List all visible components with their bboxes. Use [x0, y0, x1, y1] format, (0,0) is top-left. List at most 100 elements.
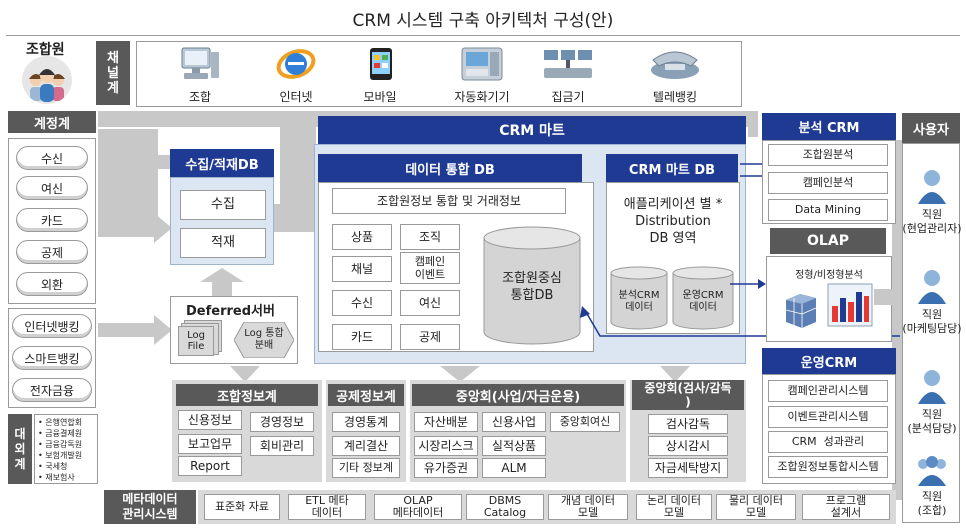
arrow-mart-to-central [440, 366, 480, 382]
analysis-member[interactable]: 조합원분석 [768, 144, 888, 166]
external-list: • 은행연합회 • 금융결제원 • 금융감독원 • 보험개발원 • 국세청 • … [34, 414, 98, 484]
inspection[interactable]: 검사감독 [648, 414, 728, 434]
securities[interactable]: 유가증권 [414, 458, 478, 478]
report-work[interactable]: 보고업무 [178, 434, 242, 454]
analysis-crm-title: 분석 CRM [762, 113, 896, 140]
channel-item-internet[interactable]: 인터넷 [266, 46, 326, 105]
arrow-mart-to-audit [660, 366, 690, 382]
meta-dbms-catalog[interactable]: DBMS Catalog [466, 494, 544, 520]
arrow-olap-to-users [874, 282, 908, 312]
account-item-internet-banking[interactable]: 인터넷뱅킹 [12, 314, 92, 338]
dues-management[interactable]: 회비관리 [250, 436, 314, 456]
channel-item-label: 모바일 [363, 90, 397, 104]
central-biz-title: 중앙회(사업/자금운용) [412, 384, 624, 406]
user-field-manager[interactable]: 직원 (현업관리자) [902, 166, 962, 236]
alm[interactable]: ALM [482, 458, 546, 478]
grid-mutual[interactable]: 공제 [400, 324, 460, 350]
grid-card[interactable]: 카드 [332, 324, 392, 350]
actuarial-settlement[interactable]: 계리결산 [332, 436, 400, 456]
grid-channel[interactable]: 채널 [332, 256, 392, 282]
arrow-account-to-deferred [98, 315, 172, 345]
data-db-title: 데이터 통합 DB [318, 154, 582, 182]
channel-item-label: 인터넷 [279, 90, 313, 104]
user-icon [918, 270, 946, 304]
ops-event-system[interactable]: 이벤트관리시스템 [768, 406, 888, 428]
network-device-icon [544, 50, 592, 78]
central-audit-title: 중앙회(검사/감독 ) [632, 380, 744, 410]
user-group-icon [918, 456, 946, 486]
grid-organization[interactable]: 조직 [400, 224, 460, 250]
meta-conceptual-model[interactable]: 개념 데이터 모델 [548, 494, 628, 520]
mobile-phone-icon [370, 48, 392, 80]
user-label: 직원 (마케팅담당) [902, 308, 962, 335]
channel-item-atm[interactable]: 자동화기기 [444, 46, 520, 105]
member-integration-box[interactable]: 조합원정보 통합 및 거래정보 [332, 188, 566, 214]
analysis-crm-data-icon[interactable]: 분석CRM 데이터 [610, 266, 668, 330]
channel-panel [136, 41, 742, 107]
ops-crm-title: 운영CRM [762, 348, 896, 374]
grid-loan[interactable]: 여신 [400, 290, 460, 316]
monitoring[interactable]: 상시감시 [648, 436, 728, 456]
channel-item-label: 자동화기기 [454, 90, 510, 104]
analysis-campaign[interactable]: 캠페인분석 [768, 172, 888, 194]
channel-item-branch[interactable]: 조합 [170, 46, 230, 105]
performance-product[interactable]: 실적상품 [482, 436, 546, 456]
connector-vertical-mart [280, 120, 316, 232]
olap-chart-icon [826, 282, 874, 328]
meta-program-design[interactable]: 프로그램 설계서 [802, 494, 890, 520]
anti-money-laundering[interactable]: 자금세탁방지 [648, 458, 728, 478]
users-title: 사용자 [902, 113, 960, 143]
internet-explorer-icon [276, 49, 316, 79]
olap-cube-icon [782, 290, 822, 330]
meta-physical-model[interactable]: 물리 데이터 모델 [716, 494, 796, 520]
meta-logical-model[interactable]: 논리 데이터 모델 [636, 494, 712, 520]
channel-item-collector[interactable]: 집금기 [538, 46, 598, 105]
user-label: 직원 (현업관리자) [902, 208, 962, 235]
credit-business[interactable]: 신용사업 [482, 412, 546, 432]
channel-item-telebanking[interactable]: 텔레뱅킹 [640, 46, 710, 105]
log-distribute-icon: Log 통합 분배 [234, 322, 294, 358]
member-center-db-icon[interactable]: 조합원중심 통합DB [482, 226, 582, 346]
account-item-card[interactable]: 카드 [16, 208, 88, 232]
ops-campaign-system[interactable]: 캠페인관리시스템 [768, 380, 888, 402]
credit-info[interactable]: 신용정보 [178, 410, 242, 430]
ops-crm-data-icon[interactable]: 운영CRM 데이터 [672, 266, 734, 330]
log-file-icon: Log File [178, 320, 224, 358]
account-item-smart-banking[interactable]: 스마트뱅킹 [12, 346, 92, 370]
analysis-data-mining[interactable]: Data Mining [768, 199, 888, 221]
olap-desc: 정형/비정형분석 [795, 270, 863, 281]
meta-olap[interactable]: OLAP 메타데이터 [374, 494, 462, 520]
meta-standard-data[interactable]: 표준화 자료 [204, 494, 280, 520]
account-item-forex[interactable]: 외환 [16, 272, 88, 296]
grid-product[interactable]: 상품 [332, 224, 392, 250]
market-risk[interactable]: 시장리스크 [414, 436, 478, 456]
channel-item-mobile[interactable]: 모바일 [350, 46, 410, 105]
user-analysis[interactable]: 직원 (분석담당) [904, 366, 960, 436]
business-stats[interactable]: 경영통계 [332, 412, 400, 432]
load-box[interactable]: 적재 [180, 228, 266, 258]
user-marketing[interactable]: 직원 (마케팅담당) [902, 266, 962, 336]
account-item-e-finance[interactable]: 전자금융 [12, 378, 92, 402]
management-info[interactable]: 경영정보 [250, 412, 314, 432]
member-center-db-label: 조합원중심 통합DB [502, 271, 562, 303]
report[interactable]: Report [178, 456, 242, 476]
mutual-info-title: 공제정보계 [328, 384, 404, 406]
grid-deposit[interactable]: 수신 [332, 290, 392, 316]
user-cooperative[interactable]: 직원 (조합) [904, 452, 960, 518]
central-loan[interactable]: 중앙회여신 [550, 412, 620, 432]
asset-allocation[interactable]: 자산배분 [414, 412, 478, 432]
grid-campaign-event[interactable]: 캠페인 이벤트 [400, 252, 460, 284]
account-item-deposit[interactable]: 수신 [16, 146, 88, 170]
account-item-mutual[interactable]: 공제 [16, 240, 88, 264]
ops-performance[interactable]: CRM 성과관리 [768, 431, 888, 453]
log-distribute-label: Log 통합 분배 [244, 328, 284, 351]
meta-etl[interactable]: ETL 메타 데이터 [288, 494, 366, 520]
other-info[interactable]: 기타 정보계 [332, 458, 400, 478]
connector-band-mid [98, 129, 158, 237]
collect-box[interactable]: 수집 [180, 190, 266, 220]
ops-member-integration[interactable]: 조합원정보통합시스템 [768, 456, 888, 478]
arrow-mart-to-member-info [230, 366, 260, 382]
account-item-loan[interactable]: 여신 [16, 176, 88, 200]
mart-db-desc: 애플리케이션 별 * Distribution DB 영역 [623, 197, 723, 246]
channel-label: 채 널 계 [96, 41, 130, 105]
